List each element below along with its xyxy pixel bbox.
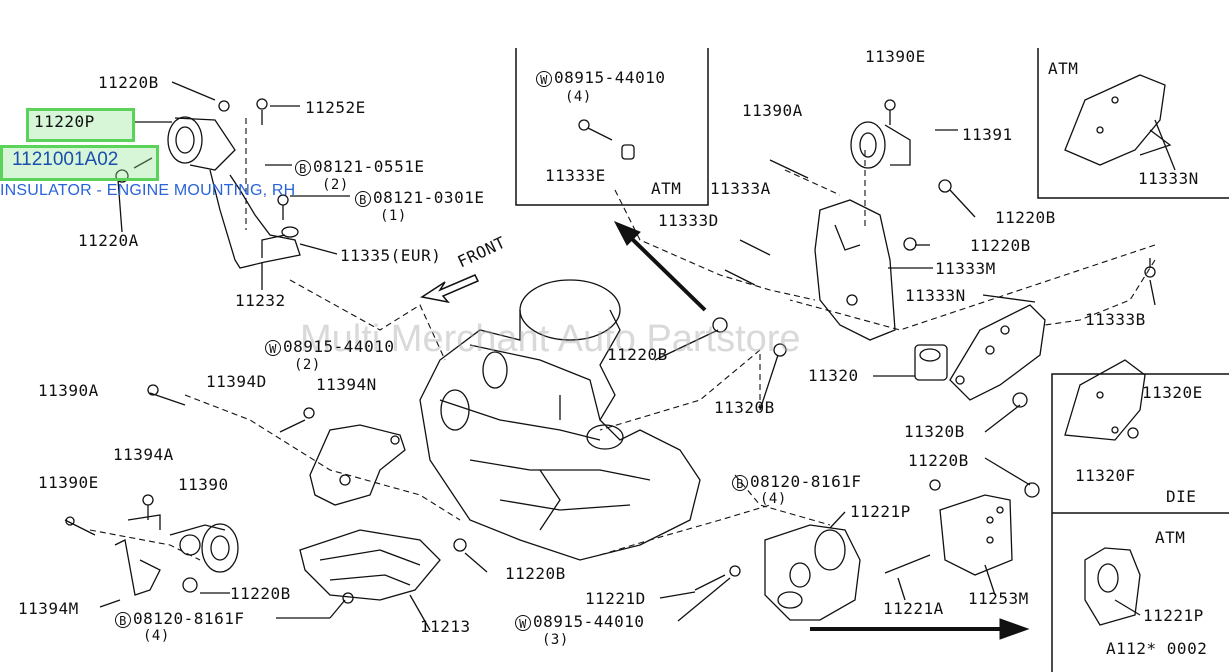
part-label[interactable]: 11221P [850,502,911,521]
part-label[interactable]: 11220B [970,236,1031,255]
washer-symbol: W [265,339,281,356]
quantity-label: (4) [760,491,787,507]
part-label[interactable]: 11333E [545,166,606,185]
inset-atm-top-right: ATM [1048,59,1079,78]
part-label[interactable]: 11390A [742,101,803,120]
part-description: INSULATOR - ENGINE MOUNTING, RH [0,182,296,199]
bolt-symbol: B [115,611,131,628]
part-label[interactable]: 11220A [78,231,139,250]
part-label[interactable]: 11333D [658,211,719,230]
part-label[interactable]: 11333N [1138,169,1199,188]
part-label[interactable]: 11394D [206,372,267,391]
part-label[interactable]: 11220B [908,451,969,470]
part-label[interactable]: 11390A [38,381,99,400]
quantity-label: (4) [143,628,170,644]
bolt-symbol: B [295,159,311,176]
quantity-label: (2) [294,357,321,373]
part-label[interactable]: 11394M [18,599,79,618]
part-label[interactable]: 11333A [710,179,771,198]
inset-die: DIE [1166,487,1197,506]
bolt-symbol: B [732,474,748,491]
part-label[interactable]: 11394A [113,445,174,464]
part-label[interactable]: 11333N [905,286,966,305]
part-label[interactable]: 11253M [968,589,1029,608]
part-number-text[interactable]: 1121001A02 [12,149,119,170]
part-label[interactable]: 11220B [995,208,1056,227]
part-label[interactable]: 11320E [1142,383,1203,402]
part-label[interactable]: 11390E [38,473,99,492]
part-label[interactable]: 11390E [865,47,926,66]
part-label[interactable]: 11333M [935,259,996,278]
part-label[interactable]: 11220B [607,345,668,364]
part-label[interactable]: 11221A [883,599,944,618]
part-label[interactable]: 11320F [1075,466,1136,485]
part-label[interactable]: 11221D [585,589,646,608]
part-label[interactable]: 11320 [808,366,859,385]
part-label[interactable]: 11213 [420,617,471,636]
part-label[interactable]: 11320B [714,398,775,417]
quantity-label: (1) [380,208,407,224]
footer-code: A112* 0002 [1106,639,1208,658]
part-label[interactable]: 11391 [962,125,1013,144]
part-label[interactable]: 11335(EUR) [340,246,442,265]
quantity-label: (2) [322,177,349,193]
part-label[interactable]: 11220B [98,73,159,92]
part-label[interactable]: 11221P [1143,606,1204,625]
part-label[interactable]: 11220B [230,584,291,603]
part-label[interactable]: 11252E [305,98,366,117]
part-label[interactable]: 11220B [505,564,566,583]
part-number-box[interactable] [0,145,159,181]
washer-symbol: W [536,70,552,87]
part-label[interactable]: 11394N [316,375,377,394]
part-label[interactable]: 11390 [178,475,229,494]
selected-part-box[interactable] [26,108,135,142]
quantity-label: (4) [565,89,592,105]
part-label[interactable]: 11320B [904,422,965,441]
inset-atm-top-mid: ATM [651,179,682,198]
bolt-symbol: B [355,190,371,207]
selected-part-label: 11220P [34,112,95,131]
part-label[interactable]: 11333B [1085,310,1146,329]
quantity-label: (3) [542,632,569,648]
washer-symbol: W [515,614,531,631]
part-label[interactable]: 11232 [235,291,286,310]
inset-atm-bottom-right: ATM [1155,528,1186,547]
watermark: Multi Merchant Auto Partstore [300,318,801,360]
